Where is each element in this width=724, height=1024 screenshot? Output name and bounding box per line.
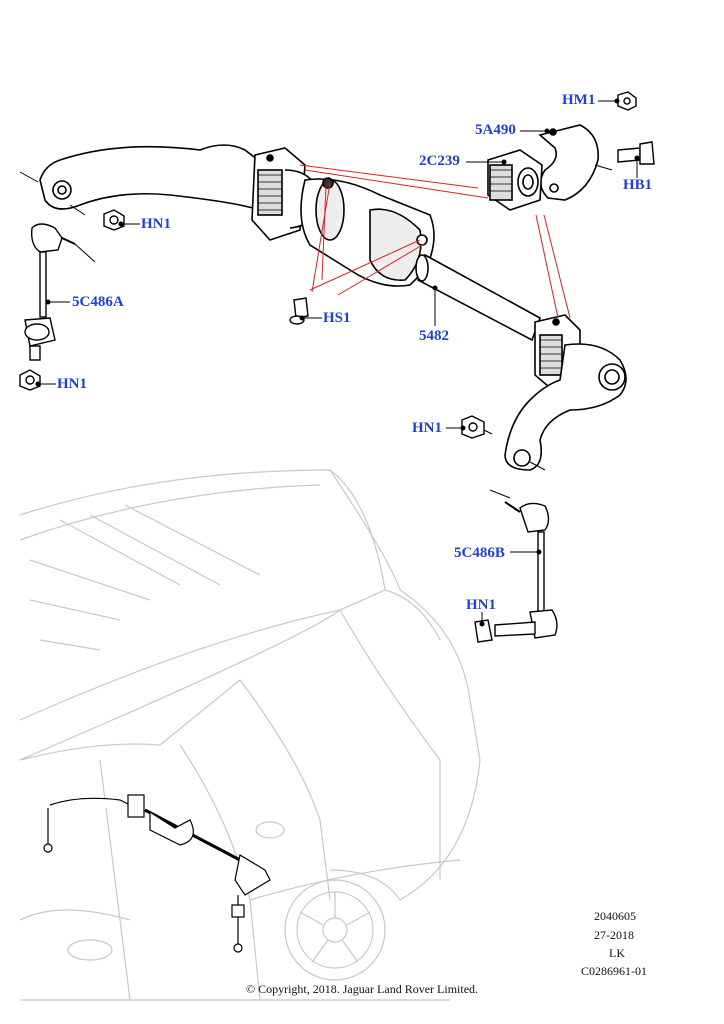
link-5c486a bbox=[19, 223, 96, 391]
callout-5482[interactable]: 5482 bbox=[419, 328, 449, 344]
callout-hn1-lower[interactable]: HN1 bbox=[466, 597, 496, 613]
nut-hm1 bbox=[617, 91, 637, 111]
callout-hs1[interactable]: HS1 bbox=[323, 310, 351, 326]
callout-5c486b[interactable]: 5C486B bbox=[454, 545, 505, 561]
red-leader-lines bbox=[299, 164, 571, 319]
vehicle-outline bbox=[19, 469, 481, 1001]
drawing-date: 27-2018 bbox=[594, 928, 634, 942]
callout-2c239[interactable]: 2C239 bbox=[419, 153, 460, 169]
callout-hn1-top[interactable]: HN1 bbox=[141, 216, 171, 232]
callout-5c486a[interactable]: 5C486A bbox=[72, 294, 124, 310]
bolt-hb1 bbox=[617, 141, 655, 165]
callout-hb1[interactable]: HB1 bbox=[623, 177, 653, 193]
stabilizer-arm-left bbox=[19, 144, 263, 216]
callout-hm1[interactable]: HM1 bbox=[562, 92, 596, 108]
drawing-code: 2040605 bbox=[594, 909, 636, 923]
callout-hn1-left[interactable]: HN1 bbox=[57, 376, 87, 392]
mini-assembly bbox=[43, 794, 271, 953]
copyright-notice: © Copyright, 2018. Jaguar Land Rover Lim… bbox=[245, 982, 479, 996]
sensor-hs1 bbox=[289, 297, 309, 325]
callout-hn1-mid[interactable]: HN1 bbox=[412, 420, 442, 436]
callout-5a490[interactable]: 5A490 bbox=[475, 122, 516, 138]
leader-lines bbox=[35, 98, 640, 627]
bushing-2c239 bbox=[487, 149, 559, 211]
link-5c486b bbox=[474, 489, 558, 643]
drawing-reference: C0286961-01 bbox=[581, 964, 647, 978]
nut-hn1-mid bbox=[461, 415, 493, 439]
nut-hn1-top bbox=[103, 209, 125, 231]
clamp-5a490 bbox=[538, 124, 613, 201]
stabilizer-arm-right bbox=[504, 343, 627, 471]
drawing-initials: LK bbox=[609, 946, 625, 960]
actuator-body bbox=[300, 177, 435, 287]
stabilizer-bar bbox=[415, 253, 541, 342]
